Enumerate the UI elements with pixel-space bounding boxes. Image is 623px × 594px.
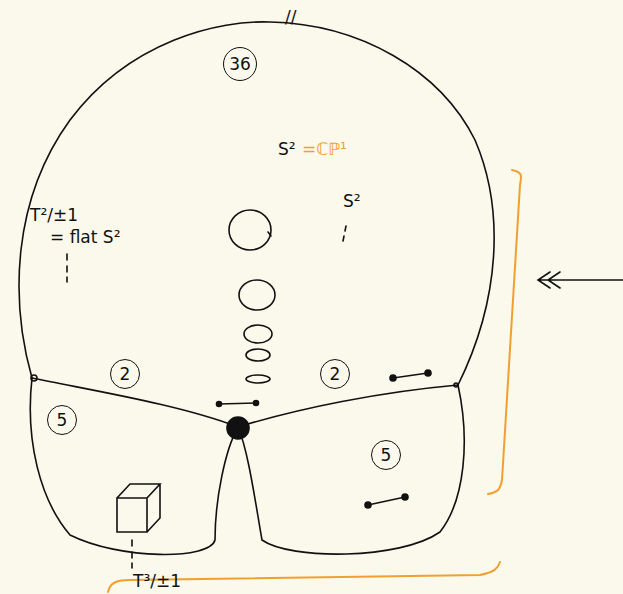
segment-end bbox=[425, 370, 431, 376]
orbifold-label: T³/±1 bbox=[133, 572, 181, 591]
segment-end bbox=[254, 401, 259, 406]
dotted-leader bbox=[66, 254, 68, 282]
dotted-leader bbox=[343, 226, 346, 241]
circled-number: 5 bbox=[47, 405, 77, 435]
mark bbox=[268, 232, 271, 236]
callout-number: 2 bbox=[330, 366, 341, 383]
top-mark: // bbox=[285, 8, 296, 27]
segment-end bbox=[217, 402, 222, 407]
callout-number: 5 bbox=[381, 447, 392, 464]
sphere-label: S² bbox=[278, 140, 296, 159]
sphere-label: S² bbox=[343, 192, 361, 211]
orbifold-label: T²/±1 bbox=[30, 206, 78, 225]
singular-point bbox=[227, 417, 249, 439]
orange-brace bbox=[108, 562, 500, 592]
segment-end bbox=[365, 502, 371, 508]
sphere bbox=[239, 280, 275, 310]
circled-number: 36 bbox=[223, 47, 257, 81]
right-lobe bbox=[238, 385, 464, 554]
circled-number: 2 bbox=[320, 359, 350, 389]
sphere bbox=[246, 349, 270, 361]
circled-number: 2 bbox=[110, 359, 140, 389]
segment bbox=[368, 497, 405, 505]
sphere bbox=[229, 210, 271, 250]
left-lobe bbox=[30, 378, 238, 554]
junction-point bbox=[31, 375, 37, 381]
orange-bracket bbox=[488, 170, 521, 494]
callout-number: 2 bbox=[120, 366, 131, 383]
callout-number: 36 bbox=[229, 56, 251, 73]
orbifold-label: = flat S² bbox=[50, 228, 120, 247]
segment-end bbox=[390, 375, 396, 381]
outer-region bbox=[19, 22, 494, 385]
double-arrow bbox=[538, 272, 623, 288]
segment bbox=[393, 373, 428, 378]
segment bbox=[219, 403, 256, 404]
circled-number: 5 bbox=[371, 440, 401, 470]
cube bbox=[117, 484, 160, 532]
segment-end bbox=[402, 494, 408, 500]
dotted-leader bbox=[131, 540, 133, 568]
sphere bbox=[246, 375, 270, 383]
junction-point bbox=[454, 383, 458, 387]
orange-label: =ℂℙ¹ bbox=[302, 140, 347, 159]
callout-number: 5 bbox=[57, 412, 68, 429]
sphere bbox=[244, 325, 272, 343]
